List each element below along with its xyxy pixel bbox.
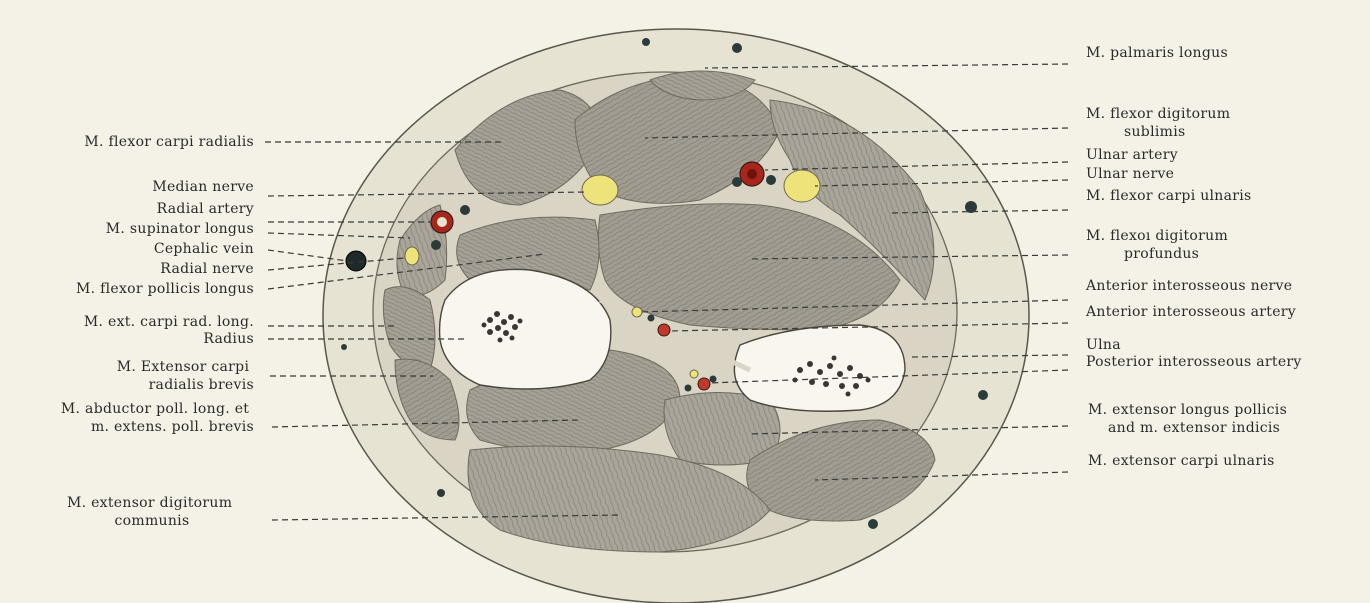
radial-nerve-shape — [405, 247, 419, 265]
label-flexor-pollicis-longus: M. flexor pollicis longus — [76, 281, 254, 297]
subcutaneous-vein — [732, 43, 742, 53]
posterior-interosseous-artery-shape — [698, 378, 710, 390]
label-anterior-interosseous-artery: Anterior interosseous artery — [1085, 304, 1296, 320]
label-palmaris-longus: M. palmaris longus — [1086, 45, 1228, 61]
label-extensor-longus-pollicis: M. extensor longus pollicis and m. exten… — [1088, 402, 1292, 436]
posterior-interosseous-nerve-shape — [690, 370, 698, 378]
vena-comitans — [431, 240, 441, 250]
subcutaneous-vein — [868, 519, 878, 529]
ulna-bone — [734, 325, 905, 411]
label-ulnar-nerve: Ulnar nerve — [1086, 166, 1174, 182]
label-cephalic-vein: Cephalic vein — [154, 241, 254, 257]
label-ext-carpi-rad-long: M. ext. carpi rad. long. — [84, 314, 254, 330]
label-abductor-poll-long: M. abductor poll. long. et m. extens. po… — [61, 401, 254, 435]
right-labels: M. palmaris longus M. flexor digitorum s… — [1085, 45, 1302, 469]
radial-artery-lumen — [437, 217, 447, 227]
label-supinator-longus: M. supinator longus — [106, 221, 254, 237]
subcutaneous-vein — [978, 390, 988, 400]
label-radial-nerve: Radial nerve — [160, 261, 254, 277]
vena-comitans — [732, 177, 742, 187]
vena-comitans — [766, 175, 776, 185]
label-ulna: Ulna — [1086, 337, 1121, 353]
label-flexor-carpi-ulnaris: M. flexor carpi ulnaris — [1086, 188, 1252, 204]
anterior-interosseous-nerve-shape — [632, 307, 642, 317]
subcutaneous-vein — [642, 38, 650, 46]
ulnar-artery-lumen — [747, 169, 757, 179]
label-flexor-carpi-radialis: M. flexor carpi radialis — [84, 134, 254, 150]
label-posterior-interosseous-artery: Posterior interosseous artery — [1086, 354, 1302, 370]
vena-comitans — [685, 385, 692, 392]
label-extensor-digitorum-communis: M. extensor digitorum communis — [67, 495, 237, 529]
label-median-nerve: Median nerve — [152, 179, 254, 195]
median-nerve-shape — [582, 175, 618, 205]
label-anterior-interosseous-nerve: Anterior interosseous nerve — [1085, 278, 1292, 294]
vena-comitans — [460, 205, 470, 215]
label-ulnar-artery: Ulnar artery — [1086, 147, 1178, 163]
label-radial-artery: Radial artery — [157, 201, 254, 217]
left-labels: M. flexor carpi radialis Median nerve Ra… — [61, 134, 254, 529]
cephalic-vein-shape — [346, 251, 366, 271]
subcutaneous-vein — [341, 344, 347, 350]
label-radius: Radius — [203, 331, 254, 347]
label-extensor-carpi-ulnaris: M. extensor carpi ulnaris — [1088, 453, 1275, 469]
subcutaneous-vein — [437, 489, 445, 497]
ulnar-nerve-shape — [784, 170, 820, 202]
vena-comitans — [710, 376, 717, 383]
label-flexor-digitorum-profundus: M. flexoı digitorum profundus — [1086, 228, 1233, 262]
anterior-interosseous-artery-shape — [658, 324, 670, 336]
label-extensor-carpi-radialis-brevis: M. Extensor carpi radialis brevis — [117, 359, 254, 393]
vena-comitans — [648, 315, 655, 322]
label-flexor-digitorum-sublimis: M. flexor digitorum sublimis — [1086, 106, 1235, 140]
